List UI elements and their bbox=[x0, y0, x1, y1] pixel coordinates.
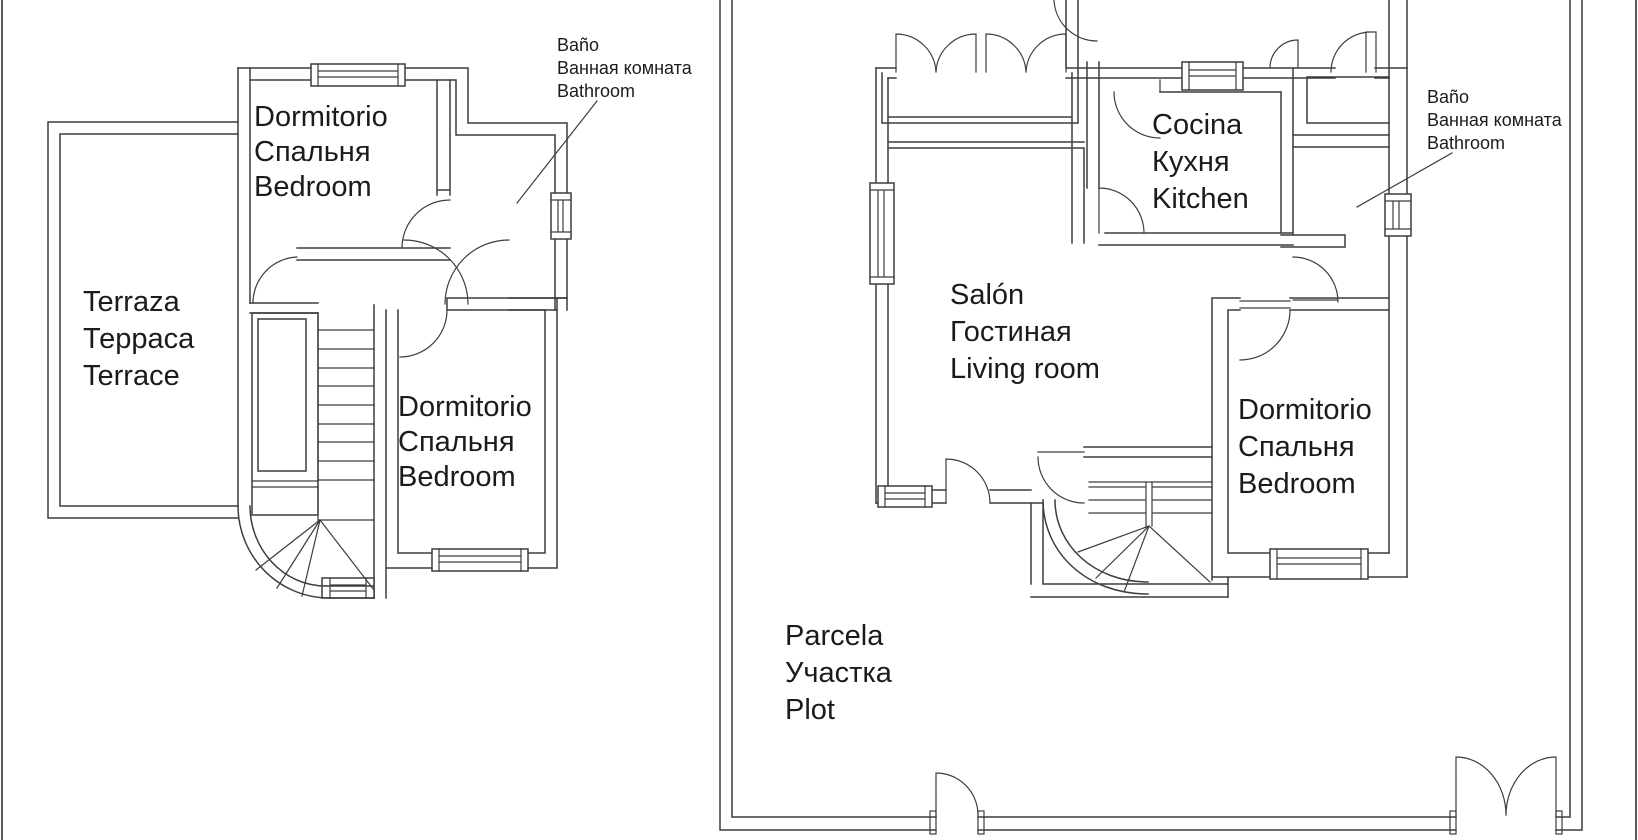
plot-gate-door bbox=[935, 772, 979, 818]
callout-ru: Ванная комната bbox=[557, 58, 693, 78]
label-en: Bedroom bbox=[254, 171, 372, 203]
terrace-walls bbox=[47, 121, 239, 519]
stair-hall-door bbox=[1037, 451, 1085, 504]
callout-en: Bathroom bbox=[557, 81, 635, 101]
callout-es: Baño bbox=[557, 35, 599, 55]
hall-door-arc bbox=[403, 239, 469, 305]
label-en: Plot bbox=[785, 694, 835, 726]
bathroom-callout: Baño Ванная комната Bathroom bbox=[1427, 87, 1563, 153]
label-es: Terraza bbox=[83, 286, 181, 318]
windows bbox=[869, 61, 1412, 580]
top-edge-door-arcs bbox=[1053, 0, 1299, 69]
plot-boundary bbox=[719, 0, 1583, 835]
bedroom-top-door-arc bbox=[401, 199, 451, 249]
room-label-plot: Parcela Участка Plot bbox=[785, 620, 893, 726]
ground-floor-plan: Cocina Кухня Kitchen Salón Гостиная Livi… bbox=[719, 0, 1583, 835]
callout-en: Bathroom bbox=[1427, 133, 1505, 153]
entry-door bbox=[1330, 31, 1377, 73]
label-ru: Участка bbox=[785, 657, 893, 689]
room-label-terrace: Terraza Терраса Terrace bbox=[83, 286, 195, 392]
room-label-bedroom-bottom: Dormitorio Спальня Bedroom bbox=[398, 391, 532, 493]
window-living-room bbox=[869, 182, 895, 285]
callout-ru: Ванная комната bbox=[1427, 110, 1563, 130]
window-bathroom bbox=[550, 192, 572, 240]
label-ru: Спальня bbox=[1238, 431, 1355, 463]
label-ru: Спальня bbox=[254, 136, 371, 168]
bathroom-callout-leader bbox=[516, 100, 598, 204]
bathroom-callout-leader bbox=[1356, 152, 1453, 208]
window-bottom-bedroom bbox=[431, 548, 529, 572]
label-ru: Гостиная bbox=[950, 316, 1072, 348]
upper-floor-plan: Dormitorio Спальня Bedroom Terraza Терра… bbox=[47, 35, 693, 599]
kitchen-door-bottom bbox=[1098, 187, 1145, 234]
doors bbox=[252, 199, 510, 358]
bedroom-door bbox=[1239, 300, 1291, 361]
windows bbox=[310, 63, 572, 599]
label-ru: Кухня bbox=[1152, 146, 1230, 178]
room-label-living-room: Salón Гостиная Living room bbox=[950, 279, 1100, 385]
label-en: Living room bbox=[950, 353, 1100, 385]
callout-es: Baño bbox=[1427, 87, 1469, 107]
room-label-kitchen: Cocina Кухня Kitchen bbox=[1152, 109, 1249, 215]
bathroom-door-arc bbox=[444, 239, 510, 305]
back-door bbox=[945, 458, 991, 504]
bathroom-callout: Baño Ванная комната Bathroom bbox=[557, 35, 693, 101]
porch-french-doors bbox=[895, 33, 1067, 73]
room-label-bedroom: Dormitorio Спальня Bedroom bbox=[1238, 394, 1372, 500]
kitchen-door-top bbox=[1113, 79, 1161, 139]
label-en: Kitchen bbox=[1152, 183, 1249, 215]
label-es: Parcela bbox=[785, 620, 884, 652]
label-ru: Спальня bbox=[398, 426, 515, 458]
house-walls bbox=[875, 0, 1408, 598]
label-es: Cocina bbox=[1152, 109, 1243, 141]
stairs bbox=[1042, 481, 1213, 595]
label-en: Terrace bbox=[83, 360, 180, 392]
plot-double-gate bbox=[1455, 756, 1557, 816]
doors bbox=[895, 0, 1377, 504]
terrace-door-arc bbox=[252, 256, 298, 304]
window-living-room-south bbox=[877, 485, 933, 508]
label-en: Bedroom bbox=[1238, 468, 1356, 500]
label-es: Dormitorio bbox=[398, 391, 532, 423]
window-top-bedroom bbox=[310, 63, 406, 87]
label-es: Dormitorio bbox=[254, 101, 388, 133]
stairs bbox=[237, 312, 375, 599]
hall-door bbox=[1292, 256, 1339, 303]
label-en: Bedroom bbox=[398, 461, 516, 493]
window-bathroom bbox=[1384, 193, 1412, 237]
label-es: Dormitorio bbox=[1238, 394, 1372, 426]
bedroom-bottom-door-arc bbox=[399, 309, 448, 358]
label-es: Salón bbox=[950, 279, 1024, 311]
room-label-bedroom-top: Dormitorio Спальня Bedroom bbox=[254, 101, 388, 203]
label-ru: Терраса bbox=[83, 323, 195, 355]
